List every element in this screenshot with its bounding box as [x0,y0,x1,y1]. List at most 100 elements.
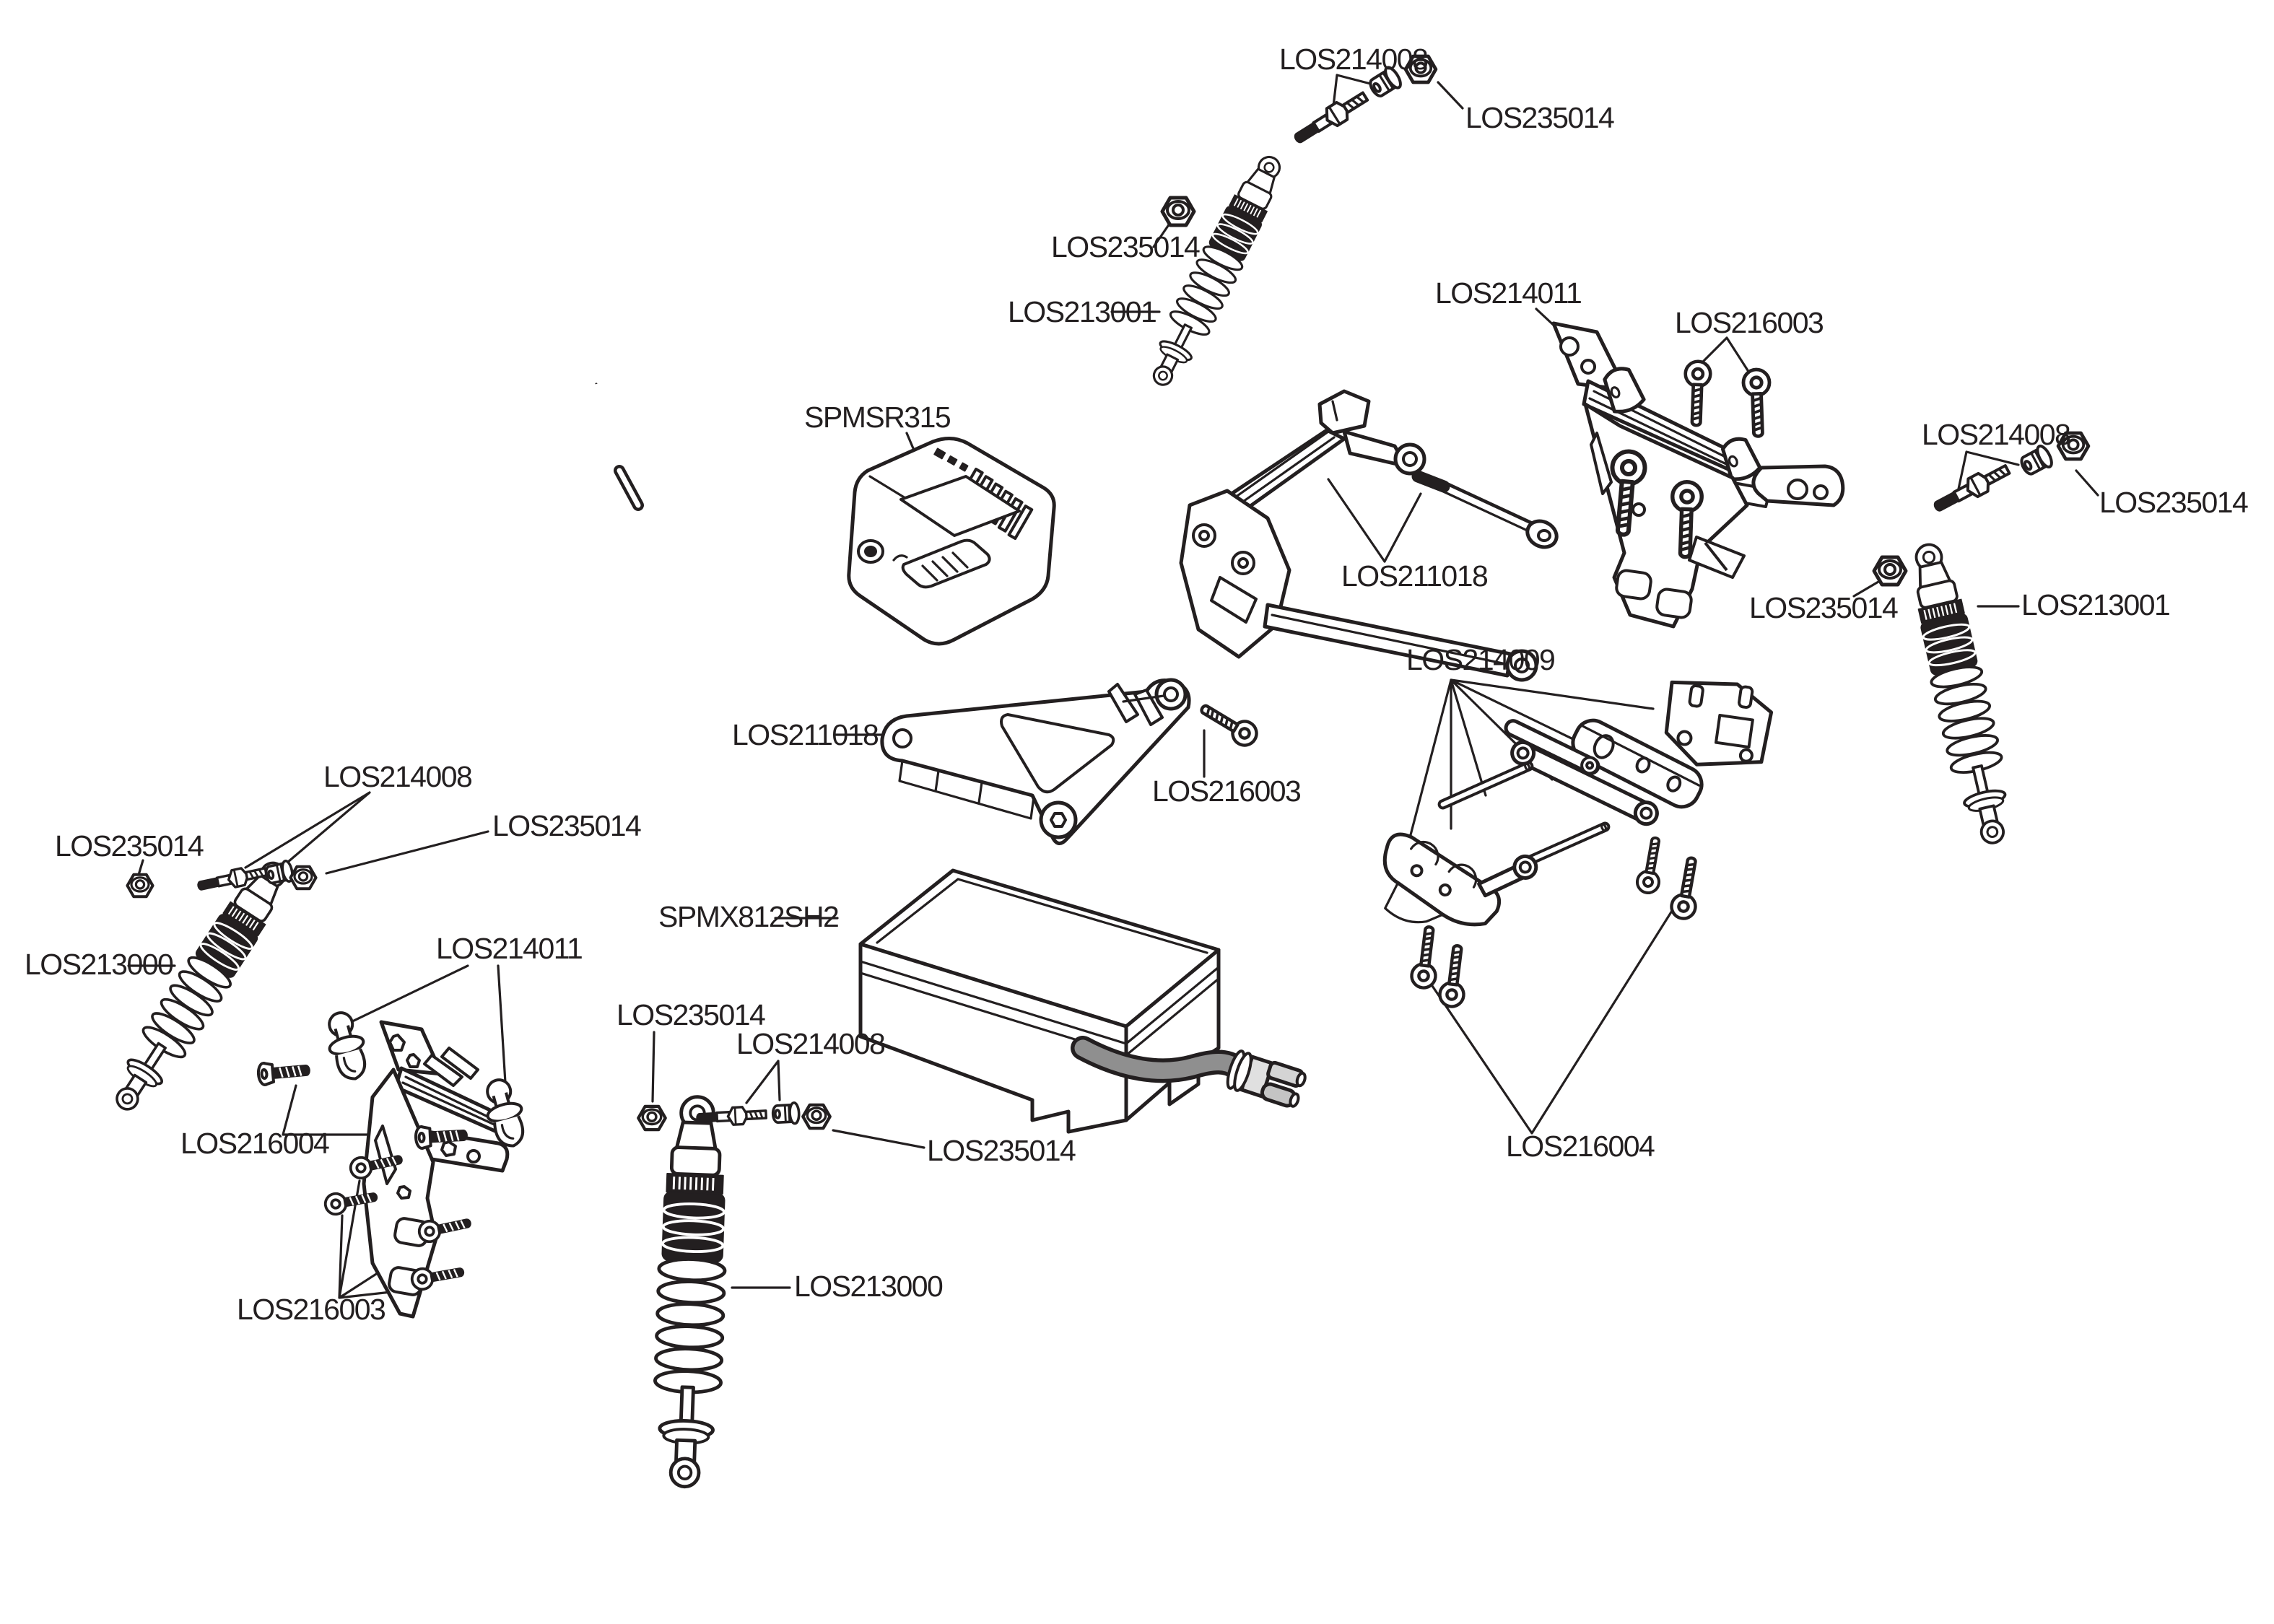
locknut-left-outer [127,875,152,896]
upper-mount-eyelet1-hole [1402,451,1418,467]
label-los216003-center: LOS216003 [1152,774,1300,808]
receiver-case [847,437,1056,646]
label-los214008-top: LOS214008 [1279,43,1428,76]
label-los213001-right: LOS213001 [2021,588,2169,621]
leader-left-tower-screws [338,1179,426,1299]
screw-pivot-1 [1411,925,1442,989]
tower-right-hole2 [1580,359,1596,375]
ball-mount-left-1 [319,1007,374,1085]
label-los235014-top-inner: LOS235014 [1051,230,1200,263]
body-mount-bolt [1411,470,1559,549]
receiver-spmsr315 [594,383,1056,646]
battery-spmx812sh2 [858,868,1307,1134]
locknut-top-inner [1162,198,1194,225]
shock-stud-right [1930,460,2012,517]
shock-absorber-bottom [651,1096,731,1488]
tower-left-hex-hole2 [406,1053,421,1068]
part-labels: LOS214008 LOS235014 LOS235014 LOS213001 … [25,43,2249,1326]
bolt-thread-tip [1411,470,1450,493]
triangle-skirt [898,759,1035,820]
shock-absorber-right [1899,538,2021,850]
locknut-bottom-left [638,1106,665,1130]
triangle-eyelet-bottom-hex [1050,812,1067,828]
leader-pivot-screws [1428,909,1673,1135]
locknut-right-tower [1874,557,1906,585]
leader-bc-nut-right [832,1129,925,1149]
upper-mount-boss2-hole [1237,557,1249,569]
label-los216003-left: LOS216003 [237,1293,385,1326]
tower-left-lobe-hole [466,1149,481,1164]
label-los214009: LOS214009 [1406,643,1554,676]
label-los213000-left: LOS213000 [25,948,173,981]
screw-pivot-4 [1670,856,1704,920]
shock-stud-top [1289,86,1372,150]
tower-right-hole1 [1559,336,1580,357]
label-los235014-bottom-right: LOS235014 [927,1134,1076,1167]
shock-spacer-bottom [771,1101,801,1126]
leader-lines [127,74,2099,1299]
upper-mount-boss1-hole [1198,530,1210,541]
leader-left-tower [347,964,507,1084]
label-los214011-right: LOS214011 [1435,276,1581,310]
bolt-shaft [1442,485,1530,529]
label-los214011-left: LOS214011 [436,932,582,965]
leader-left-stud [244,791,371,869]
leader-upper-mount [1327,478,1422,563]
pivot-mount-bracket [1382,832,1538,927]
leader-right-nut-outer [2075,469,2099,497]
flat-screw-left-1 [256,1057,313,1087]
receiver-label-recess [899,475,1021,537]
tower-left-prong2 [440,1047,479,1080]
tower-right-slot [1590,432,1613,495]
label-los216004-left: LOS216004 [180,1127,329,1160]
pivot-link-arm [1510,740,1659,826]
label-los211018-lower: LOS211018 [732,718,879,751]
locknut-bottom-right [803,1105,829,1128]
triangle-hinge-hole [1163,686,1179,702]
label-los235014-left-outer: LOS235014 [55,829,204,863]
leader-pivot-set [1406,678,1655,847]
label-los235014-top-outer: LOS235014 [1465,101,1614,134]
label-los213001-top: LOS213001 [1008,295,1156,328]
upper-mount-slot [1210,576,1258,624]
label-los235014-right-tower: LOS235014 [1749,591,1898,624]
tower-left-lobe-hex [440,1140,457,1157]
antenna-ferrule-core [617,468,641,508]
shock-absorber-top [1138,147,1294,395]
upper-mount-eyelet2-hole [1514,658,1530,673]
label-los216004-right: LOS216004 [1506,1130,1655,1163]
upper-mount-clip [1317,389,1371,435]
tower-right-lobe-hole2 [1813,484,1829,500]
upper-mount-clip-notch [1331,400,1338,422]
front-bumper-plate [1664,680,1774,767]
label-los214008-bottom: LOS214008 [736,1027,885,1060]
receiver-indicator-marks [933,448,969,472]
body-mount-lower [880,678,1191,845]
upper-mount-lower-bar-rib [1271,614,1507,665]
tower-right-lobe-hole1 [1787,479,1808,500]
label-spmx812sh2: SPMX812SH2 [658,900,838,933]
screw-pivot-2 [1439,944,1470,1008]
screw-right-tower-1 [1683,361,1711,426]
screw-pivot-3 [1634,834,1668,896]
upper-mount-plate [1179,489,1291,659]
leader-left-nut-outer [137,859,144,876]
label-los216003-right: LOS216003 [1675,306,1823,339]
pivot-block [1571,718,1704,809]
tower-left-slot [374,1125,397,1185]
label-los214008-right: LOS214008 [1922,418,2070,451]
tower-left-prong1 [423,1054,463,1087]
leader-left-nut-inner [325,830,489,875]
receiver-button [901,538,991,589]
label-los213000-bottom: LOS213000 [794,1270,943,1303]
locknut-left-inner [290,867,315,889]
leader-top-nut-inner [1152,222,1171,248]
body-mount-upper [1179,389,1538,682]
battery-wire [1074,1039,1246,1079]
screw-lower-mount [1196,698,1261,750]
antenna-grommet-hole [864,546,877,557]
receiver-button-wire [892,554,908,562]
hinge-pin-1 [1437,759,1535,811]
